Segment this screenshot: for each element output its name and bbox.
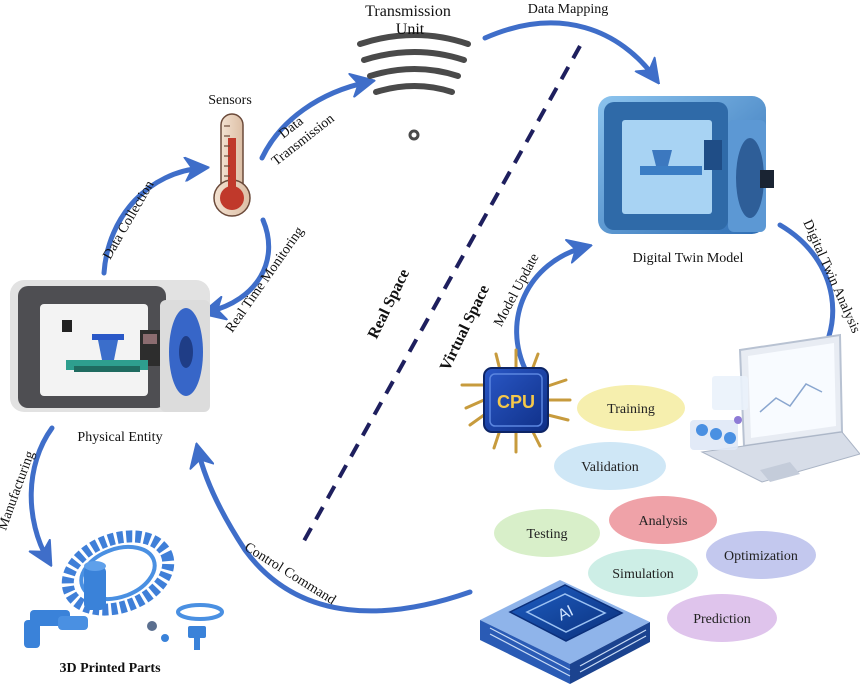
svg-text:Prediction: Prediction [693, 612, 751, 627]
process-optimization: Optimization [706, 531, 816, 579]
flow-arrows [31, 20, 836, 614]
laptop-icon [690, 333, 860, 483]
edge-label-real-time-monitoring: Real Time Monitoring [223, 224, 307, 335]
ai-label: AI [555, 603, 576, 625]
svg-text:Testing: Testing [526, 527, 567, 542]
process-prediction: Prediction [667, 594, 777, 642]
digital-twin-model-label: Digital Twin Model [633, 251, 744, 266]
sensors-label: Sensors [208, 93, 252, 108]
physical-entity-label: Physical Entity [77, 430, 162, 445]
printed-parts-label: 3D Printed Parts [59, 661, 161, 676]
svg-text:Optimization: Optimization [724, 549, 798, 564]
edge-label-data-transmission: Data Transmission [259, 98, 338, 169]
arrow-data-collection [101, 168, 202, 276]
wifi-icon [357, 32, 471, 141]
process-simulation: Simulation [588, 549, 698, 597]
real-virtual-divider [298, 45, 582, 549]
digital-twin-printer-icon [598, 96, 774, 234]
svg-text:Simulation: Simulation [612, 567, 673, 582]
edge-label-data-mapping: Data Mapping [528, 2, 608, 17]
real-space-label: Real Space [365, 267, 413, 342]
process-training: Training [577, 385, 685, 431]
printed-parts-icon [24, 530, 224, 650]
edge-label-digital-twin-analysis: Digital Twin Analysis [799, 218, 860, 336]
process-analysis: Analysis [609, 496, 717, 544]
svg-text:Validation: Validation [581, 460, 639, 475]
process-testing: Testing [494, 509, 600, 557]
arrow-manufacturing [31, 425, 55, 560]
transmission-unit-label: Transmission Unit [365, 3, 455, 38]
process-validation: Validation [554, 442, 666, 490]
arrow-model-update [514, 247, 585, 376]
arrow-real-time-monitoring [208, 217, 272, 312]
arrow-data-mapping [482, 20, 655, 78]
edge-label-control-command: Control Command [242, 540, 339, 608]
virtual-space-label: Virtual Space [437, 282, 493, 373]
cpu-label: CPU [497, 392, 535, 412]
arrow-data-transmission [259, 82, 368, 161]
thermometer-icon [213, 113, 251, 217]
cpu-chip-icon: CPU [460, 348, 572, 454]
printer-icon [10, 280, 210, 412]
ai-chip-icon: AI [480, 580, 650, 684]
process-ellipses: Training Validation Testing Analysis Opt… [494, 385, 816, 642]
arrow-control-command [198, 450, 473, 614]
svg-text:Training: Training [607, 402, 655, 417]
edge-label-data-collection: Data Collection [100, 178, 157, 262]
svg-text:Analysis: Analysis [639, 514, 688, 529]
